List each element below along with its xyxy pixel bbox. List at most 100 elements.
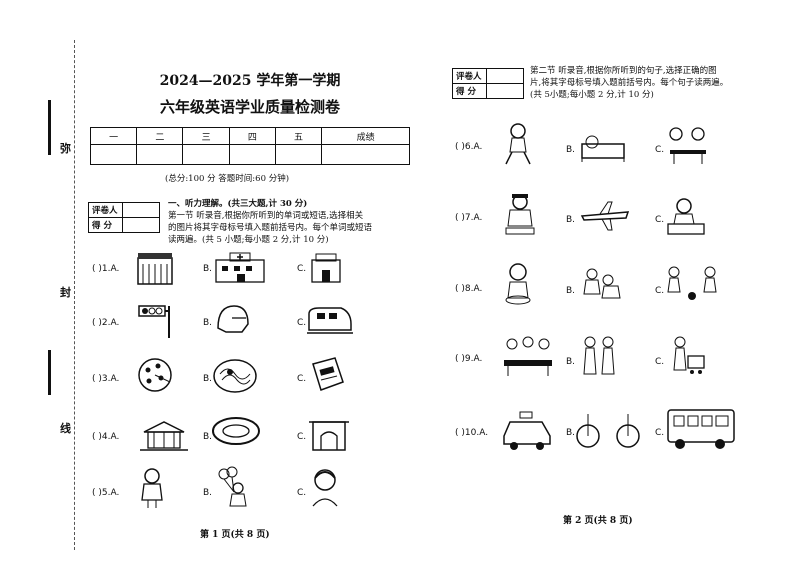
binding-dashed-line — [74, 40, 75, 550]
option-b: B. — [203, 488, 213, 498]
option-c: C. — [655, 286, 665, 296]
score-label: 得 分 — [452, 83, 487, 99]
girl-with-balloons-picture — [218, 466, 247, 507]
question-number: ( )8.A. — [455, 284, 483, 294]
option-b: B. — [566, 286, 576, 296]
section1-line-3: 读两遍。(共 5 小题;每小题 2 分,计 10 分) — [168, 235, 329, 245]
option-c: C. — [655, 357, 665, 367]
option-b: B. — [566, 215, 576, 225]
score-cell[interactable] — [228, 144, 276, 165]
question-number: ( )6.A. — [455, 142, 483, 152]
binding-char-3: 线 — [60, 422, 71, 435]
option-b: B. — [203, 432, 213, 442]
option-c: C. — [655, 428, 665, 438]
binding-char-2: 封 — [60, 286, 71, 299]
newspaper-picture — [312, 357, 344, 391]
question-number: ( )9.A. — [455, 354, 483, 364]
question-number: ( )2.A. — [92, 318, 120, 328]
worker-picture — [505, 194, 535, 235]
score-cell[interactable] — [182, 144, 230, 165]
score-cell[interactable] — [122, 217, 160, 233]
library-picture — [137, 253, 173, 285]
grader-box-left: 评卷人 得 分 — [88, 202, 160, 233]
score-col-total: 成绩 — [321, 127, 410, 145]
grader-box-right: 评卷人 得 分 — [452, 68, 524, 99]
option-b: B. — [203, 318, 213, 328]
score-cell[interactable] — [89, 144, 138, 165]
palace-picture — [140, 421, 188, 451]
score-cell[interactable] — [486, 83, 524, 99]
section1-line-2: 的图片将其字母标号填入题前括号内。每个单词或短语 — [168, 223, 373, 233]
section2-line-3: (共 5小题;每小题 2 分,计 10 分) — [530, 90, 654, 100]
playing-football-picture — [667, 266, 717, 300]
running-boy-picture — [505, 123, 531, 165]
shopping-picture — [673, 336, 705, 374]
family-dinner-picture — [504, 336, 552, 376]
score-col-2: 二 — [136, 127, 184, 145]
score-label: 得 分 — [88, 217, 123, 233]
sick-girl-picture — [141, 468, 163, 508]
taxi-picture — [503, 411, 551, 450]
binding-bar — [48, 350, 51, 395]
option-c: C. — [297, 374, 307, 384]
gate-picture — [309, 421, 349, 451]
score-col-1: 一 — [89, 127, 138, 145]
reviewer-cell[interactable] — [486, 68, 524, 84]
binding-char-1: 弥 — [60, 142, 71, 155]
reviewer-label: 评卷人 — [88, 202, 123, 218]
score-col-4: 四 — [228, 127, 276, 145]
noodles-picture — [213, 359, 257, 393]
people-at-table-picture — [669, 127, 706, 164]
exam-info: (总分:100 分 答题时间:60 分钟) — [165, 174, 290, 184]
option-c: C. — [297, 264, 307, 274]
sleeping-picture — [581, 135, 625, 162]
score-col-5: 五 — [274, 127, 323, 145]
boy-eating-picture — [505, 263, 531, 305]
question-number: ( )7.A. — [455, 213, 483, 223]
page-footer-left: 第 1 页(共 8 页) — [200, 530, 270, 540]
option-b: B. — [566, 357, 576, 367]
section1-line-1: 第一节 听录音,根据你所听到的单词或短语,选择相关 — [168, 211, 364, 221]
option-c: C. — [297, 488, 307, 498]
question-number: ( )3.A. — [92, 374, 120, 384]
stadium-picture — [212, 417, 260, 445]
pizza-picture — [138, 358, 172, 392]
part1-heading: 一、听力理解。(共三大题,计 30 分) — [168, 199, 308, 209]
score-col-3: 三 — [182, 127, 230, 145]
option-b: B. — [566, 145, 576, 155]
reviewer-cell[interactable] — [122, 202, 160, 218]
section2-line-2: 片,将其字母标号填入题前括号内。每个句子读两遍。 — [530, 78, 729, 88]
question-number: ( )1.A. — [92, 264, 120, 274]
train-picture — [307, 307, 353, 334]
traffic-light-picture — [138, 305, 170, 338]
option-c: C. — [655, 145, 665, 155]
question-number: ( )4.A. — [92, 432, 120, 442]
option-b: B. — [203, 374, 213, 384]
cinema-picture — [311, 253, 341, 283]
reviewer-label: 评卷人 — [452, 68, 487, 84]
option-c: C. — [655, 215, 665, 225]
option-b: B. — [566, 428, 576, 438]
shop-assistant-picture — [667, 198, 705, 235]
woman-picture — [312, 469, 338, 507]
section2-line-1: 第二节 听录音,根据你所听到的句子,选择正确的图 — [530, 66, 717, 76]
score-table: 一 二 三 四 五 成绩 — [89, 127, 410, 165]
option-c: C. — [297, 318, 307, 328]
bicycle-picture — [576, 414, 640, 448]
plane-picture — [580, 201, 630, 231]
family-walking-picture — [583, 336, 615, 375]
option-c: C. — [297, 432, 307, 442]
exam-title: 六年级英语学业质量检测卷 — [159, 98, 340, 116]
score-cell[interactable] — [136, 144, 184, 165]
question-number: ( )5.A. — [92, 488, 120, 498]
term-title: 2024—2025 学年第一学期 — [159, 73, 341, 89]
page-footer-right: 第 2 页(共 8 页) — [563, 516, 633, 526]
binding-bar — [48, 100, 51, 155]
score-cell[interactable] — [274, 144, 323, 165]
score-cell[interactable] — [321, 144, 410, 165]
helmet-picture — [217, 305, 249, 333]
bus-picture — [667, 409, 735, 449]
hospital-picture — [215, 252, 265, 283]
playing-picture — [583, 268, 621, 299]
option-b: B. — [203, 264, 213, 274]
